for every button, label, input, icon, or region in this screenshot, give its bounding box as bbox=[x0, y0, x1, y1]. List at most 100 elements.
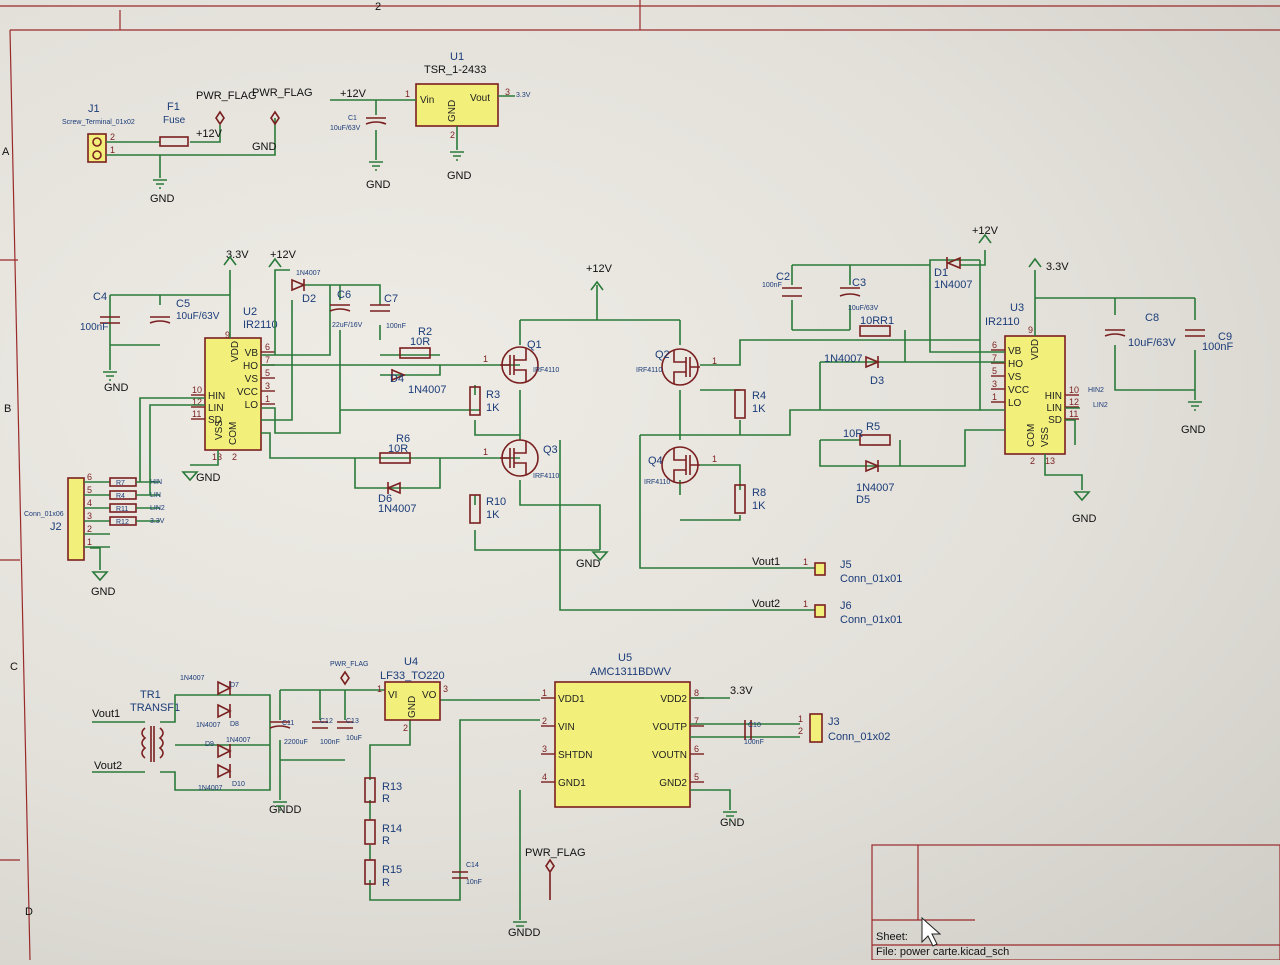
r10-resistor[interactable] bbox=[469, 494, 481, 524]
c3-ref: C3 bbox=[852, 277, 866, 289]
u3-pin-name: VCC bbox=[1008, 385, 1029, 396]
r14-resistor[interactable] bbox=[364, 819, 376, 845]
r6-resistor[interactable] bbox=[379, 452, 411, 464]
j2-net-label: LIN2 bbox=[150, 505, 165, 512]
r10-value: 1K bbox=[486, 509, 500, 521]
r1-resistor[interactable] bbox=[859, 325, 891, 337]
r13-resistor[interactable] bbox=[364, 777, 376, 803]
r15-resistor[interactable] bbox=[364, 859, 376, 885]
d10-ref: D10 bbox=[232, 781, 245, 788]
u4-pin1: 1 bbox=[377, 684, 382, 694]
c13-value: 10uF bbox=[346, 735, 362, 742]
r6-ref: R6 bbox=[396, 433, 410, 445]
q1-ref: Q1 bbox=[527, 339, 542, 351]
d5-value: 1N4007 bbox=[856, 482, 895, 494]
u5-pin-num: 4 bbox=[542, 772, 547, 782]
j2-connector[interactable] bbox=[67, 477, 85, 561]
u2-ref: U2 bbox=[243, 306, 257, 318]
j1-screw-2 bbox=[92, 137, 102, 147]
c7-ref: C7 bbox=[384, 293, 398, 305]
u1-out-net: 3.3V bbox=[516, 92, 531, 99]
r8-ref: R8 bbox=[752, 487, 766, 499]
u3-pin-num: 3 bbox=[992, 379, 997, 389]
u5-amc1311[interactable] bbox=[554, 681, 691, 808]
c6-value: 22uF/16V bbox=[332, 322, 363, 329]
tr1-transformer[interactable] bbox=[141, 726, 164, 762]
q4-mosfet[interactable] bbox=[661, 446, 700, 484]
u5-pin-name: GND1 bbox=[558, 778, 586, 789]
u3-pin-ho: 7HO bbox=[991, 353, 1023, 370]
u1-regulator[interactable] bbox=[415, 83, 499, 127]
q3-ref: Q3 bbox=[543, 444, 558, 456]
u4-ldo[interactable] bbox=[384, 681, 441, 721]
u4-gnd: GND bbox=[407, 696, 418, 718]
u4-value: LF33_TO220 bbox=[380, 670, 445, 682]
j3-pin2: 2 bbox=[798, 726, 803, 736]
r3-ref: R3 bbox=[486, 389, 500, 401]
u5-pin-num: 6 bbox=[694, 744, 699, 754]
q1-value: IRF4110 bbox=[533, 367, 559, 374]
d9-ref: D9 bbox=[205, 741, 214, 748]
u3-ir2110[interactable] bbox=[1004, 335, 1066, 455]
r4-resistor[interactable] bbox=[734, 389, 746, 419]
u3-pin-name: LIN bbox=[1046, 403, 1062, 414]
d2-value: 1N4007 bbox=[296, 270, 321, 277]
c6-ref: C6 bbox=[337, 289, 351, 301]
r5-resistor[interactable] bbox=[859, 434, 891, 446]
j3-connector[interactable] bbox=[809, 713, 823, 743]
r8-resistor[interactable] bbox=[734, 484, 746, 514]
title-sheet-label: Sheet: bbox=[876, 931, 908, 943]
c5-value: 10uF/63V bbox=[176, 311, 220, 322]
r2-resistor[interactable] bbox=[399, 347, 431, 359]
r14-value: R bbox=[382, 835, 390, 847]
tr1-in2: Vout2 bbox=[94, 760, 122, 772]
u5-pin-num: 3 bbox=[542, 744, 547, 754]
u5-pin-num: 8 bbox=[694, 688, 699, 698]
net-3v3-u3: 3.3V bbox=[1046, 261, 1069, 273]
c7-value: 100nF bbox=[386, 323, 406, 330]
j5-ref: J5 bbox=[840, 559, 852, 571]
gnd-c4: GND bbox=[104, 382, 129, 394]
gndd-bridge: GNDD bbox=[269, 804, 301, 816]
q1-mosfet[interactable] bbox=[500, 346, 539, 384]
j3-ref: J3 bbox=[828, 716, 840, 728]
j5-connector[interactable] bbox=[814, 562, 826, 576]
u3-pin-name: SD bbox=[1048, 415, 1062, 426]
row-marker-d: D bbox=[25, 906, 33, 918]
d1-value: 1N4007 bbox=[934, 279, 973, 291]
u1-vout: Vout bbox=[470, 93, 490, 104]
j2-resistor-ref: R4 bbox=[116, 493, 125, 500]
j2-net-label: HIN bbox=[150, 479, 162, 486]
fuse-f1[interactable] bbox=[159, 136, 189, 147]
u5-pin-num: 2 bbox=[542, 716, 547, 726]
u2-pin9: 9 bbox=[225, 330, 230, 340]
d2-ref: D2 bbox=[302, 293, 316, 305]
q2-mosfet[interactable] bbox=[661, 348, 700, 386]
top-input-section: J1 Screw_Terminal_01x02 2 1 F1 Fuse +12V… bbox=[62, 51, 531, 205]
j6-ref: J6 bbox=[840, 600, 852, 612]
u5-pin-num: 1 bbox=[542, 688, 547, 698]
q3-mosfet[interactable] bbox=[500, 439, 539, 477]
u3-pin-num: 10 bbox=[1069, 385, 1079, 395]
gnd-u3: GND bbox=[1072, 513, 1097, 525]
c14-ref: C14 bbox=[466, 862, 479, 869]
j6-connector[interactable] bbox=[814, 604, 826, 618]
j2-pin-2: 2 bbox=[84, 524, 110, 535]
r5-value: 10R bbox=[843, 428, 863, 440]
u2-pin-vs: 5VS bbox=[245, 368, 275, 385]
r3-resistor[interactable] bbox=[469, 386, 481, 416]
u2-ir2110[interactable] bbox=[204, 337, 262, 451]
pwr-flag-2: PWR_FLAG bbox=[252, 87, 313, 99]
u2-pin-num: 5 bbox=[265, 368, 270, 378]
gnd-j1: GND bbox=[150, 193, 175, 205]
u5-pin-name: VOUTN bbox=[652, 750, 687, 761]
